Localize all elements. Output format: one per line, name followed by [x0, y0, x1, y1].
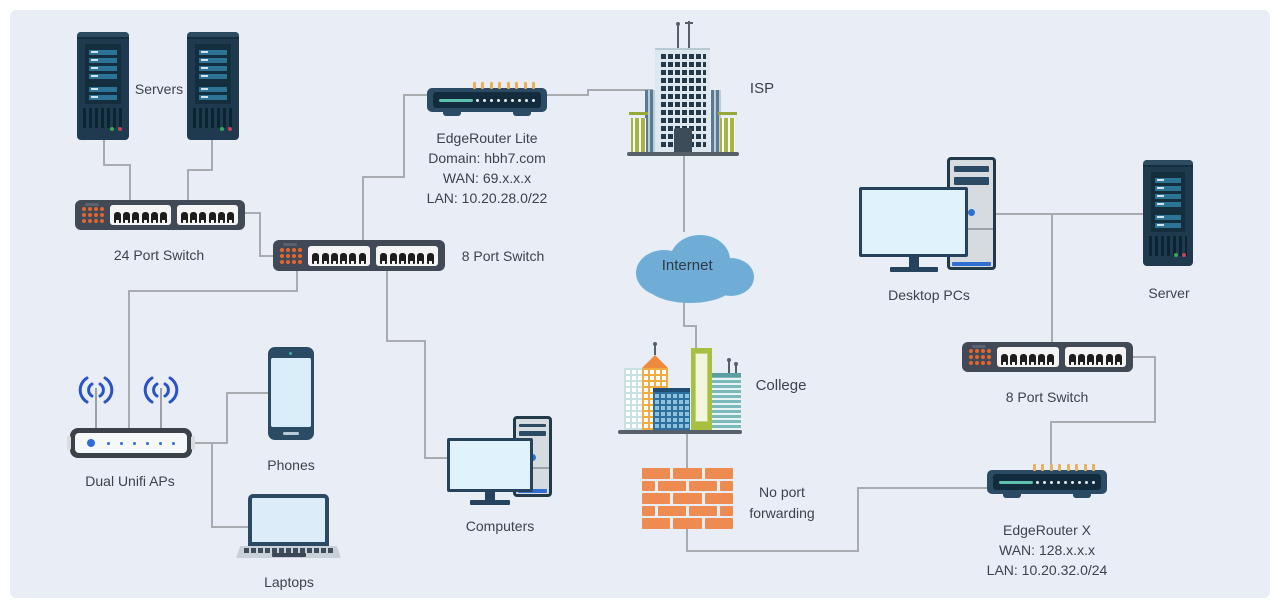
edgerouter-lite-icon [427, 82, 547, 116]
edgerouter-lite-name: EdgeRouter Lite [436, 130, 538, 146]
unifi-ap-icon [67, 372, 195, 458]
monitor-icon [859, 187, 968, 272]
wire [996, 213, 1146, 215]
switch-24port-label: 24 Port Switch [113, 247, 205, 263]
wire [1051, 213, 1053, 344]
server-tower-icon [187, 32, 239, 140]
wifi-icon [78, 376, 114, 404]
wire [226, 392, 228, 444]
computers-label: Computers [465, 518, 535, 534]
wire [1050, 421, 1156, 423]
wire [1154, 356, 1156, 423]
wire [190, 442, 228, 444]
wire [386, 340, 426, 342]
wire [211, 140, 213, 171]
wire [362, 176, 405, 178]
edgerouter-lite-text: EdgeRouter Lite Domain: hbh7.com WAN: 69… [427, 128, 548, 208]
wire [128, 290, 130, 430]
wire [683, 154, 685, 232]
wire [686, 550, 859, 552]
desktop-pcs-label: Desktop PCs [888, 287, 970, 303]
switch-24port-icon [75, 200, 245, 230]
wire [362, 176, 364, 242]
wire [857, 487, 988, 489]
college-label: College [755, 377, 807, 394]
wire [403, 94, 429, 96]
wire [245, 212, 261, 214]
edgerouter-x-icon [987, 464, 1107, 498]
server-tower-icon [77, 32, 129, 140]
wire [211, 442, 213, 528]
phones-label: Phones [267, 457, 315, 473]
switch-8port-right-icon [962, 342, 1133, 372]
wire [103, 164, 131, 166]
wire [424, 340, 426, 459]
wire [187, 169, 213, 171]
server-right-label: Server [1148, 285, 1190, 301]
wire [686, 433, 688, 469]
switch-8port-left-label: 8 Port Switch [461, 248, 545, 264]
switch-8port-left-icon [273, 240, 445, 271]
wire [1050, 421, 1052, 471]
internet-label: Internet [661, 257, 713, 274]
edgerouter-x-lan: LAN: 10.20.32.0/24 [986, 562, 1108, 578]
wire [587, 89, 653, 91]
college-buildings-icon [616, 342, 746, 436]
wire [1133, 356, 1156, 358]
laptop-icon [236, 494, 341, 558]
wire [424, 457, 450, 459]
wifi-icon [143, 376, 179, 404]
wire [545, 94, 589, 96]
wire [683, 325, 697, 327]
wire [259, 255, 275, 257]
laptops-label: Laptops [264, 574, 314, 590]
wire [386, 268, 388, 342]
wire [296, 268, 298, 292]
wire [129, 164, 131, 202]
wire [683, 300, 685, 327]
wire [695, 325, 697, 351]
firewall-wall-icon [642, 468, 733, 529]
wire [187, 169, 189, 202]
wire [587, 89, 589, 96]
servers-label: Servers [134, 81, 184, 97]
isp-label: ISP [749, 80, 775, 97]
wire [211, 526, 249, 528]
edgerouter-lite-domain: Domain: hbh7.com [428, 150, 546, 166]
unifi-aps-label: Dual Unifi APs [85, 473, 175, 489]
wire [103, 140, 105, 166]
edgerouter-x-wan: WAN: 128.x.x.x [999, 542, 1095, 558]
phone-icon [268, 347, 314, 440]
edgerouter-lite-lan: LAN: 10.20.28.0/22 [426, 190, 548, 206]
server-tower-icon [1143, 160, 1193, 266]
wire [226, 392, 270, 394]
cloud-shape [636, 235, 754, 303]
wire [686, 528, 688, 552]
switch-8port-right-label: 8 Port Switch [1005, 389, 1089, 405]
wire [259, 212, 261, 257]
edgerouter-lite-wan: WAN: 69.x.x.x [442, 170, 532, 186]
internet-cloud-icon: Internet [620, 227, 760, 305]
wire [857, 488, 859, 552]
wire [403, 94, 405, 178]
monitor-icon [447, 438, 533, 505]
edgerouter-x-text: EdgeRouter X WAN: 128.x.x.x LAN: 10.20.3… [987, 520, 1108, 580]
edgerouter-x-name: EdgeRouter X [1003, 522, 1091, 538]
isp-building-icon [627, 20, 739, 156]
firewall-label: No port forwarding [749, 484, 815, 521]
wire [128, 290, 298, 292]
